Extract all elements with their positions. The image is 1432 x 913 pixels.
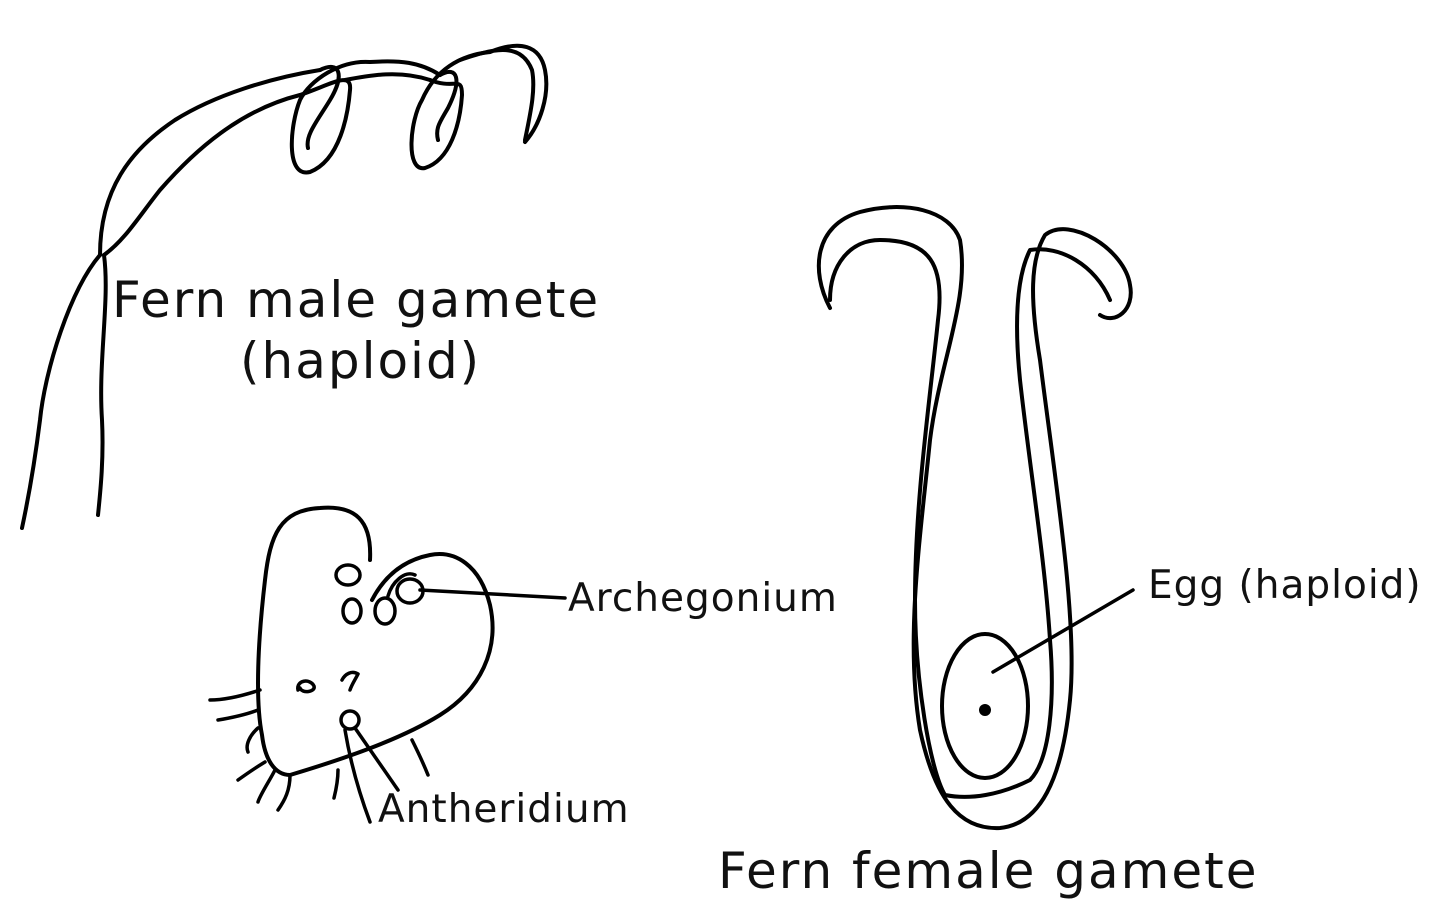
male-gamete-coil-2-inner bbox=[435, 69, 459, 142]
antheridium bbox=[339, 709, 361, 731]
archegonium-3 bbox=[373, 596, 397, 626]
female-gamete-drawing bbox=[816, 205, 1135, 831]
prothallus-drawing bbox=[208, 505, 567, 824]
rhizoid-2 bbox=[216, 708, 260, 722]
rhizoid-3 bbox=[245, 726, 260, 754]
rhizoid-6 bbox=[276, 773, 292, 812]
male-gamete-body-outer bbox=[98, 68, 322, 257]
label-egg: Egg (haploid) bbox=[1148, 563, 1422, 608]
rhizoid-4 bbox=[236, 760, 267, 782]
archegonium-2 bbox=[341, 597, 363, 625]
prothallus-outline bbox=[256, 505, 495, 777]
male-gamete-strand-left bbox=[20, 253, 102, 530]
rhizoid-1 bbox=[208, 688, 262, 702]
antheridium-pointer-1 bbox=[343, 728, 372, 824]
rhizoid-5 bbox=[256, 768, 277, 804]
egg-nucleus bbox=[979, 704, 991, 716]
antheridium-mark-1 bbox=[296, 679, 316, 694]
male-gamete-strand-right bbox=[96, 253, 108, 517]
male-gamete-drawing bbox=[20, 43, 549, 530]
male-gamete-coil-1-inner bbox=[305, 64, 341, 150]
male-gamete-coil-2 bbox=[409, 50, 492, 171]
antheridium-pointer-2 bbox=[353, 726, 400, 792]
archegonium-1 bbox=[334, 563, 362, 587]
male-gamete-tail bbox=[458, 43, 549, 144]
archegonium-pointer bbox=[418, 588, 567, 600]
label-male-gamete-line1: Fern male gamete bbox=[112, 271, 601, 329]
rhizoid-8 bbox=[410, 738, 430, 777]
male-gamete-coil-1 bbox=[289, 59, 372, 175]
egg-pointer bbox=[991, 588, 1135, 674]
archegonium-outer bbox=[816, 205, 1133, 831]
archegonium-5 bbox=[386, 572, 417, 598]
rhizoid-7 bbox=[332, 768, 340, 800]
male-gamete-body-inner bbox=[102, 93, 302, 257]
label-antheridium: Antheridium bbox=[378, 787, 630, 832]
label-female-gamete: Fern female gamete bbox=[718, 842, 1259, 900]
label-archegonium: Archegonium bbox=[568, 576, 838, 621]
male-gamete-connector bbox=[343, 59, 442, 82]
egg-cell bbox=[940, 632, 1030, 780]
label-male-gamete-line2: (haploid) bbox=[240, 332, 482, 390]
antheridium-mark-2 bbox=[340, 670, 360, 692]
archegonium-inner bbox=[828, 238, 1112, 799]
